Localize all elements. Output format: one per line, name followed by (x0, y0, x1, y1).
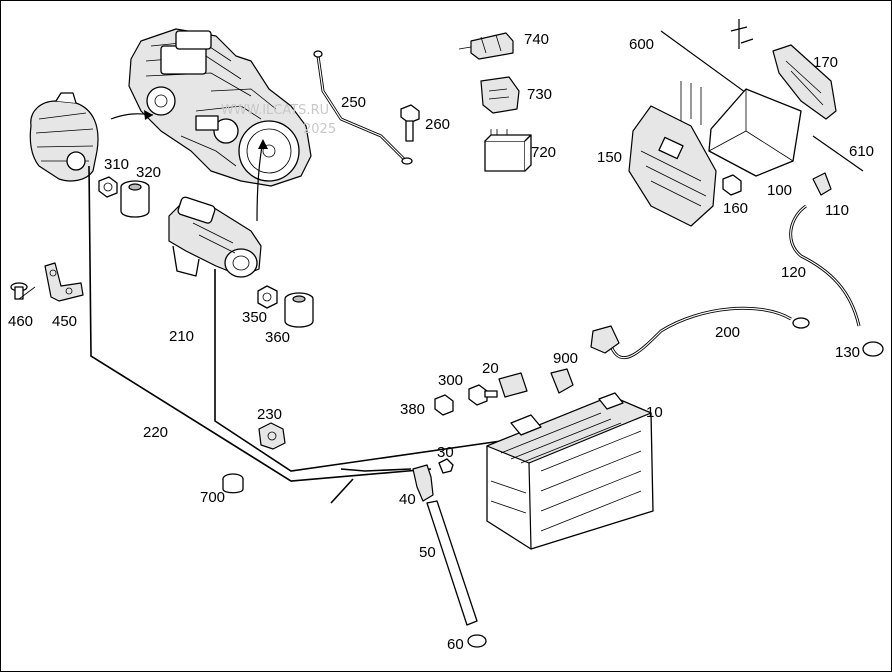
callout-30[interactable]: 30 (437, 444, 454, 461)
bracket-170-icon (772, 44, 837, 120)
callout-380[interactable]: 380 (400, 401, 425, 418)
callout-110[interactable]: 110 (825, 202, 849, 219)
relay-720-icon (484, 129, 532, 172)
fuse-box-icon (458, 32, 514, 60)
cable-610-line (812, 135, 864, 172)
starter-motor-icon (168, 196, 262, 278)
bracket-450-icon (44, 262, 84, 302)
callout-450[interactable]: 450 (52, 313, 77, 330)
callout-720[interactable]: 720 (531, 144, 556, 161)
alternator-icon (29, 92, 99, 182)
bushing-360-icon (284, 292, 314, 328)
clamp-230-icon (258, 422, 286, 450)
terminal-900-icon (550, 368, 574, 394)
battery-tray-icon (628, 105, 717, 227)
cap-130-icon (862, 341, 884, 357)
callout-610[interactable]: 610 (849, 143, 874, 160)
bolt-300-icon (468, 384, 498, 406)
cable-200-icon (590, 306, 810, 360)
callout-170[interactable]: 170 (813, 54, 838, 71)
connector-icon (730, 19, 754, 49)
relay-icon (480, 76, 520, 114)
callout-160[interactable]: 160 (723, 200, 748, 217)
callout-250[interactable]: 250 (341, 94, 366, 111)
elbow-40-icon (412, 464, 434, 502)
callout-210[interactable]: 210 (169, 328, 194, 345)
callout-100[interactable]: 100 (767, 182, 792, 199)
tube-50-icon (426, 500, 478, 626)
callout-320[interactable]: 320 (136, 164, 161, 181)
callout-300[interactable]: 300 (438, 372, 463, 389)
callout-50[interactable]: 50 (419, 544, 436, 561)
callout-130[interactable]: 130 (835, 344, 860, 361)
callout-40[interactable]: 40 (399, 491, 416, 508)
callout-220[interactable]: 220 (143, 424, 168, 441)
callout-460[interactable]: 460 (8, 313, 33, 330)
callout-200[interactable]: 200 (715, 324, 740, 341)
bolt-260-icon (400, 104, 420, 142)
callout-120[interactable]: 120 (781, 264, 806, 281)
callout-740[interactable]: 740 (524, 31, 549, 48)
bolt-460-icon (10, 282, 36, 300)
callout-360[interactable]: 360 (265, 329, 290, 346)
screw-30-icon (438, 458, 454, 474)
callout-700[interactable]: 700 (200, 489, 225, 506)
bracket-lines (680, 81, 702, 125)
callout-600[interactable]: 600 (629, 36, 654, 53)
callout-60[interactable]: 60 (447, 636, 464, 653)
cable-branch-line (330, 468, 412, 504)
battery-100-icon (708, 88, 802, 177)
cap-700-icon (222, 473, 244, 494)
watermark-line2: 2025 (303, 122, 336, 137)
nut-350-icon (257, 285, 278, 309)
callout-20[interactable]: 20 (482, 360, 499, 377)
nut-160-icon (722, 174, 742, 196)
battery-icon (486, 392, 654, 550)
callout-10[interactable]: 10 (646, 404, 663, 421)
cable-icon (313, 50, 413, 165)
watermark-line1: WWW.ILCATS.RU (221, 103, 329, 118)
cable-220-line (88, 165, 432, 482)
arrow-head-icon (258, 139, 268, 149)
callout-230[interactable]: 230 (257, 406, 282, 423)
cable-210-line (214, 269, 502, 472)
arrow-head-icon (144, 110, 153, 120)
plate-20-icon (498, 372, 528, 398)
nut-310-icon (98, 176, 118, 198)
callout-150[interactable]: 150 (597, 149, 622, 166)
callout-900[interactable]: 900 (553, 350, 578, 367)
bushing-320-icon (120, 180, 150, 218)
nut-380-icon (434, 394, 454, 416)
cap-60-icon (467, 634, 487, 648)
cable-120-icon (789, 204, 861, 327)
connector-110-icon (812, 172, 832, 196)
callout-260[interactable]: 260 (425, 116, 450, 133)
callout-730[interactable]: 730 (527, 86, 552, 103)
callout-350[interactable]: 350 (242, 309, 267, 326)
callout-310[interactable]: 310 (104, 156, 129, 173)
